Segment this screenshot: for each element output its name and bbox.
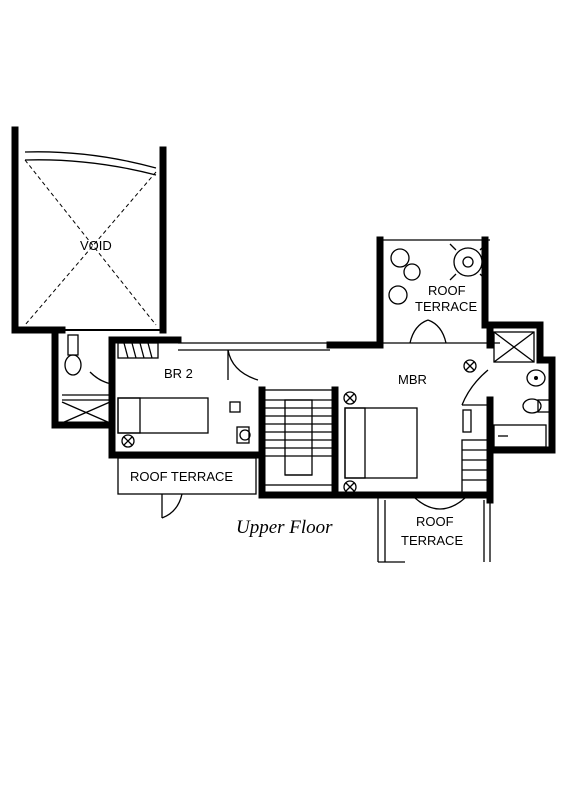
master-bathroom (493, 331, 551, 448)
plan-caption: Upper Floor (236, 517, 333, 538)
desk-chair-icon (229, 401, 251, 444)
plant-icon (463, 359, 477, 373)
br2-furniture (117, 342, 259, 448)
toilet-icon (64, 334, 82, 376)
roof-terrace-bottom-label-line2: TERRACE (401, 533, 463, 548)
patio-table-icon (449, 243, 487, 281)
toilet-icon (522, 398, 551, 414)
void-area (11, 126, 167, 334)
bed-icon (343, 391, 418, 494)
roof-terrace-top-label-line2: TERRACE (415, 299, 477, 314)
bathtub-icon (493, 424, 547, 448)
roof-terrace-left-label: ROOF TERRACE (130, 469, 233, 484)
roof-terrace-bottom (377, 495, 491, 563)
roof-terrace-left (117, 457, 257, 519)
wardrobe-icon (117, 342, 159, 359)
exterior-walls (51, 236, 556, 504)
bed-icon (117, 397, 209, 448)
roof-terrace-top (380, 239, 490, 344)
bathroom-br2 (61, 334, 113, 424)
roof-terrace-top-label-line1: ROOF (428, 283, 466, 298)
mbr-furniture (343, 359, 489, 496)
wardrobe-icon (461, 439, 489, 496)
roof-terrace-bottom-label-line1: ROOF (416, 514, 454, 529)
lounge-chair-icon (388, 248, 421, 305)
staircase (261, 389, 336, 486)
basin-icon (526, 369, 546, 387)
br2-label: BR 2 (164, 366, 193, 381)
mbr-label: MBR (398, 372, 427, 387)
shower-icon (61, 394, 112, 424)
void-label: VOID (80, 238, 112, 253)
shower-icon (493, 331, 535, 363)
